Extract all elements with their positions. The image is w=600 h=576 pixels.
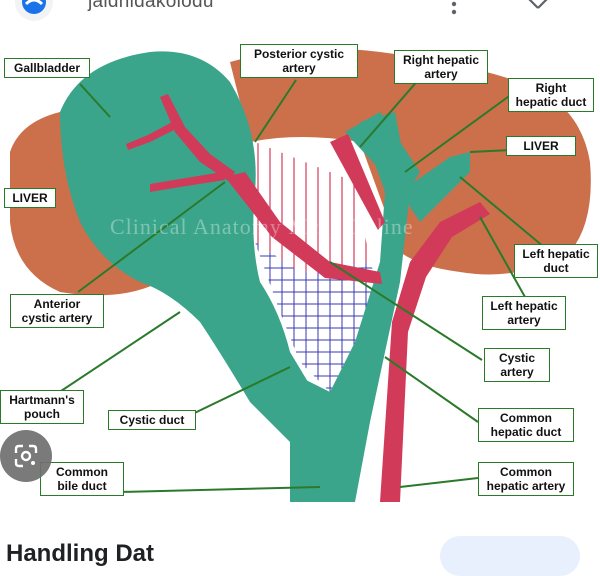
label-common-bile-duct: Common bile duct [40,462,124,496]
figure-illustration [10,48,591,502]
action-pill[interactable] [440,536,580,576]
left-hepatic-duct-shape [400,152,470,222]
result-title[interactable]: Handling Dat [6,540,154,567]
label-cystic-artery: Cystic artery [484,348,550,382]
cystic-artery-shape [225,172,382,284]
site-logo-icon[interactable] [14,0,54,22]
small-branch [126,120,180,150]
close-icon[interactable] [522,0,552,14]
gallbladder-shape [60,51,290,402]
label-liver-right: LIVER [506,136,576,156]
label-right-hepatic-duct: Right hepatic duct [508,78,594,112]
label-gallbladder: Gallbladder [4,58,90,78]
more-vert-icon[interactable] [448,0,460,18]
anatomy-figure: Clinical Anatomy Mcqs Online Gallbladder… [0,22,600,526]
label-common-hepatic-duct: Common hepatic duct [478,408,574,442]
label-common-hepatic-artery: Common hepatic artery [478,462,574,496]
posterior-cystic-branch [150,172,225,192]
google-lens-button[interactable] [0,430,52,482]
top-bar: jaldhidakolodu [0,0,600,22]
right-hepatic-artery-shape [330,134,385,230]
label-posterior-cystic-artery: Posterior cystic artery [240,44,358,78]
label-liver-left: LIVER [4,188,56,208]
label-hartmanns-pouch: Hartmann's pouch [0,390,84,424]
label-cystic-duct: Cystic duct [108,410,196,430]
google-lens-icon [14,444,38,468]
right-hepatic-duct-shape [345,112,420,197]
label-left-hepatic-artery: Left hepatic artery [482,296,566,330]
cystic-duct-shape [250,352,320,502]
site-name[interactable]: jaldhidakolodu [88,0,214,12]
label-anterior-cystic-artery: Anterior cystic artery [10,294,104,328]
label-right-hepatic-artery: Right hepatic artery [394,50,488,84]
common-hepatic-artery-shape [380,202,490,502]
anterior-cystic-branch [160,94,235,182]
label-left-hepatic-duct: Left hepatic duct [514,244,598,278]
